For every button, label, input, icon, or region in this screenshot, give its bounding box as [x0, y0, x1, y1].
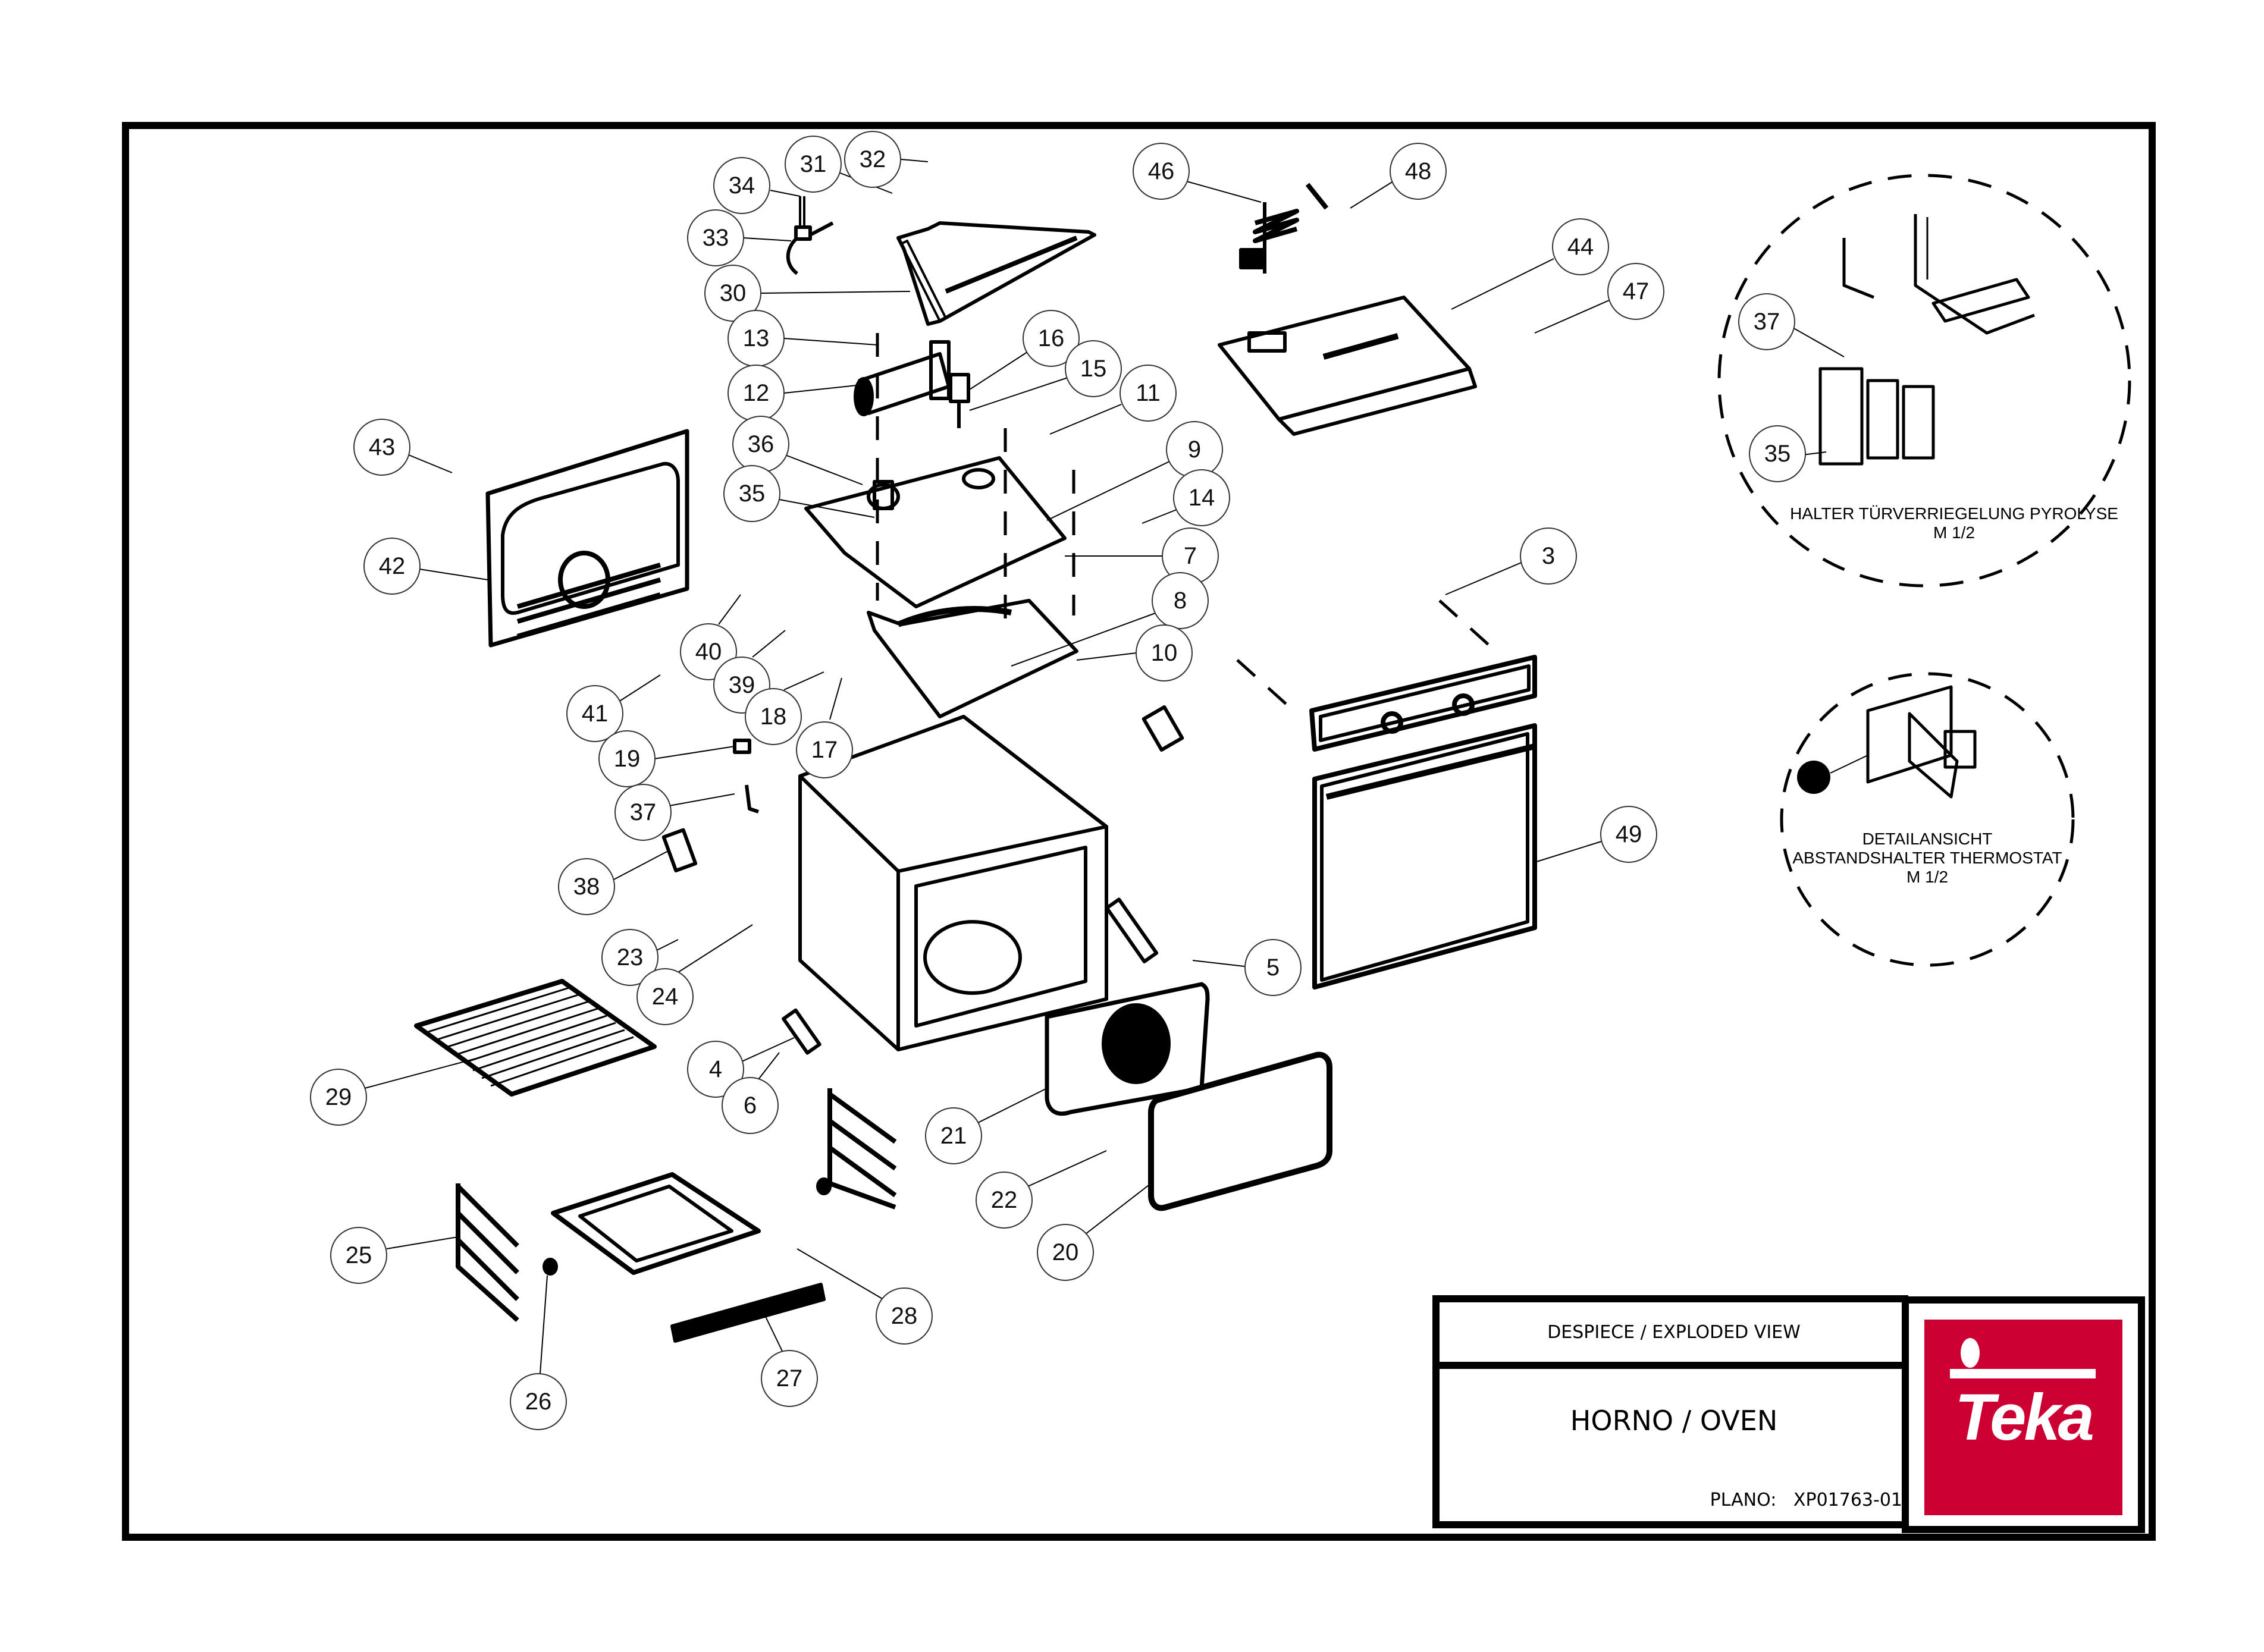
part-callout-20: 20 [1037, 1224, 1094, 1281]
part-callout-27: 27 [761, 1350, 818, 1407]
part-callout-19: 19 [598, 730, 656, 787]
plano-label: PLANO: [1710, 1490, 1777, 1510]
part-bottom-trim [670, 1283, 826, 1343]
part-rear-panel [485, 429, 689, 648]
teka-logo-text: Teka [1950, 1338, 2096, 1455]
part-callout-25: 25 [330, 1227, 387, 1284]
detail-label-line: HALTER TÜRVERRIEGELUNG PYROLYSE [1790, 504, 2118, 523]
assembly-guides [876, 333, 1500, 715]
part-callout-48: 48 [1390, 143, 1447, 200]
logo-bar [1950, 1369, 2096, 1378]
part-callout-11: 11 [1120, 365, 1177, 422]
logo-panel: Teka [1902, 1296, 2145, 1533]
part-clip-19 [733, 739, 751, 754]
part-bracket-38 [661, 828, 698, 873]
part-callout-34: 34 [713, 157, 770, 214]
part-callout-17: 17 [796, 721, 853, 778]
detail-label-scale: M 1/2 [1906, 868, 1949, 886]
part-rear-cover-panel [1148, 1051, 1332, 1211]
part-callout-38: 38 [558, 858, 615, 915]
part-callout-47: 47 [1607, 263, 1664, 320]
part-callout-37: 37 [614, 784, 672, 841]
detail-label-door-lock: HALTER TÜRVERRIEGELUNG PYROLYSE M 1/2 [1776, 504, 2133, 542]
part-screw-48 [1305, 183, 1329, 210]
part-callout-5: 5 [1244, 939, 1302, 996]
detail-label-line: DETAILANSICHT [1862, 830, 1993, 848]
part-callout-22: 22 [976, 1172, 1033, 1229]
brand-name: Teka [1955, 1381, 2094, 1454]
part-callout-10: 10 [1136, 624, 1193, 681]
part-side-rack [456, 1088, 897, 1322]
part-rail-5 [1105, 897, 1159, 963]
part-door-lock-hook [786, 196, 834, 275]
drawing-title: HORNO / OVEN [1570, 1405, 1778, 1437]
part-callout-46: 46 [1133, 143, 1190, 200]
part-callout-15: 15 [1065, 340, 1122, 397]
part-callout-21: 21 [925, 1107, 982, 1164]
teka-logo: Teka [1924, 1320, 2122, 1515]
title-block: DESPIECE / EXPLODED VIEW HORNO / OVEN PL… [1432, 1295, 1908, 1533]
part-top-plate [804, 456, 1067, 608]
part-callout-37: 37 [1738, 293, 1795, 350]
part-callout-9: 9 [1166, 421, 1223, 478]
part-fan-cover [1045, 982, 1210, 1116]
part-callout-13: 13 [728, 310, 785, 367]
part-top-cover [896, 221, 1096, 326]
part-control-housing [1218, 296, 1477, 436]
title-block-header: DESPIECE / EXPLODED VIEW [1432, 1295, 1908, 1369]
part-callout-35: 35 [723, 465, 780, 522]
part-callout-28: 28 [876, 1287, 933, 1345]
part-rail-4 [782, 1008, 821, 1055]
part-callout-6: 6 [722, 1077, 779, 1134]
part-foot [816, 1177, 832, 1195]
part-heating-element [1239, 202, 1299, 274]
part-oven-cavity [798, 715, 1108, 1051]
part-switch [1142, 705, 1184, 752]
part-baking-tray [551, 1172, 761, 1275]
part-callout-12: 12 [728, 365, 785, 422]
part-callout-8: 8 [1152, 572, 1209, 629]
part-callout-43: 43 [353, 419, 410, 476]
detail-label-line: ABSTANDSHALTER THERMOSTAT [1792, 849, 2062, 867]
part-callout-26: 26 [510, 1373, 567, 1430]
part-callout-24: 24 [636, 968, 694, 1025]
drawing-border [122, 122, 2156, 1541]
part-grill-rack [414, 979, 657, 1097]
part-callout-29: 29 [310, 1069, 367, 1126]
drawing-number: PLANO: XP01763-01 [1710, 1490, 1902, 1510]
part-callout-35: 35 [1749, 425, 1806, 482]
part-callout-32: 32 [844, 131, 901, 188]
detail-label-thermostat-spacer: DETAILANSICHT ABSTANDSHALTER THERMOSTAT … [1790, 830, 2064, 887]
part-callout-49: 49 [1600, 806, 1657, 863]
part-callout-3: 3 [1520, 527, 1577, 585]
detail-label-scale: M 1/2 [1933, 523, 1975, 542]
part-spacer-37 [745, 784, 759, 814]
part-callout-33: 33 [687, 209, 744, 266]
part-control-panel [1309, 655, 1537, 752]
detail-circle-door-lock [1717, 174, 2131, 588]
plano-value: XP01763-01 [1793, 1490, 1902, 1510]
title-block-body: HORNO / OVEN PLANO: XP01763-01 [1432, 1369, 1908, 1528]
part-callout-18: 18 [745, 688, 802, 745]
part-foot-26 [543, 1258, 558, 1276]
detail-circle-thermostat-spacer [1780, 672, 2075, 967]
leader-lines [364, 159, 1610, 1374]
drawing-type-label: DESPIECE / EXPLODED VIEW [1547, 1321, 1801, 1343]
logo-dot [1961, 1338, 1980, 1368]
part-oven-door [1312, 723, 1537, 990]
part-callout-14: 14 [1173, 469, 1230, 526]
part-cooling-fan-motor [854, 340, 951, 416]
part-callout-42: 42 [363, 538, 421, 595]
part-callout-36: 36 [732, 416, 789, 473]
part-callout-44: 44 [1552, 218, 1609, 275]
part-callout-31: 31 [785, 136, 842, 193]
part-fan-bracket [949, 373, 970, 428]
part-insulation-tray [867, 599, 1078, 718]
